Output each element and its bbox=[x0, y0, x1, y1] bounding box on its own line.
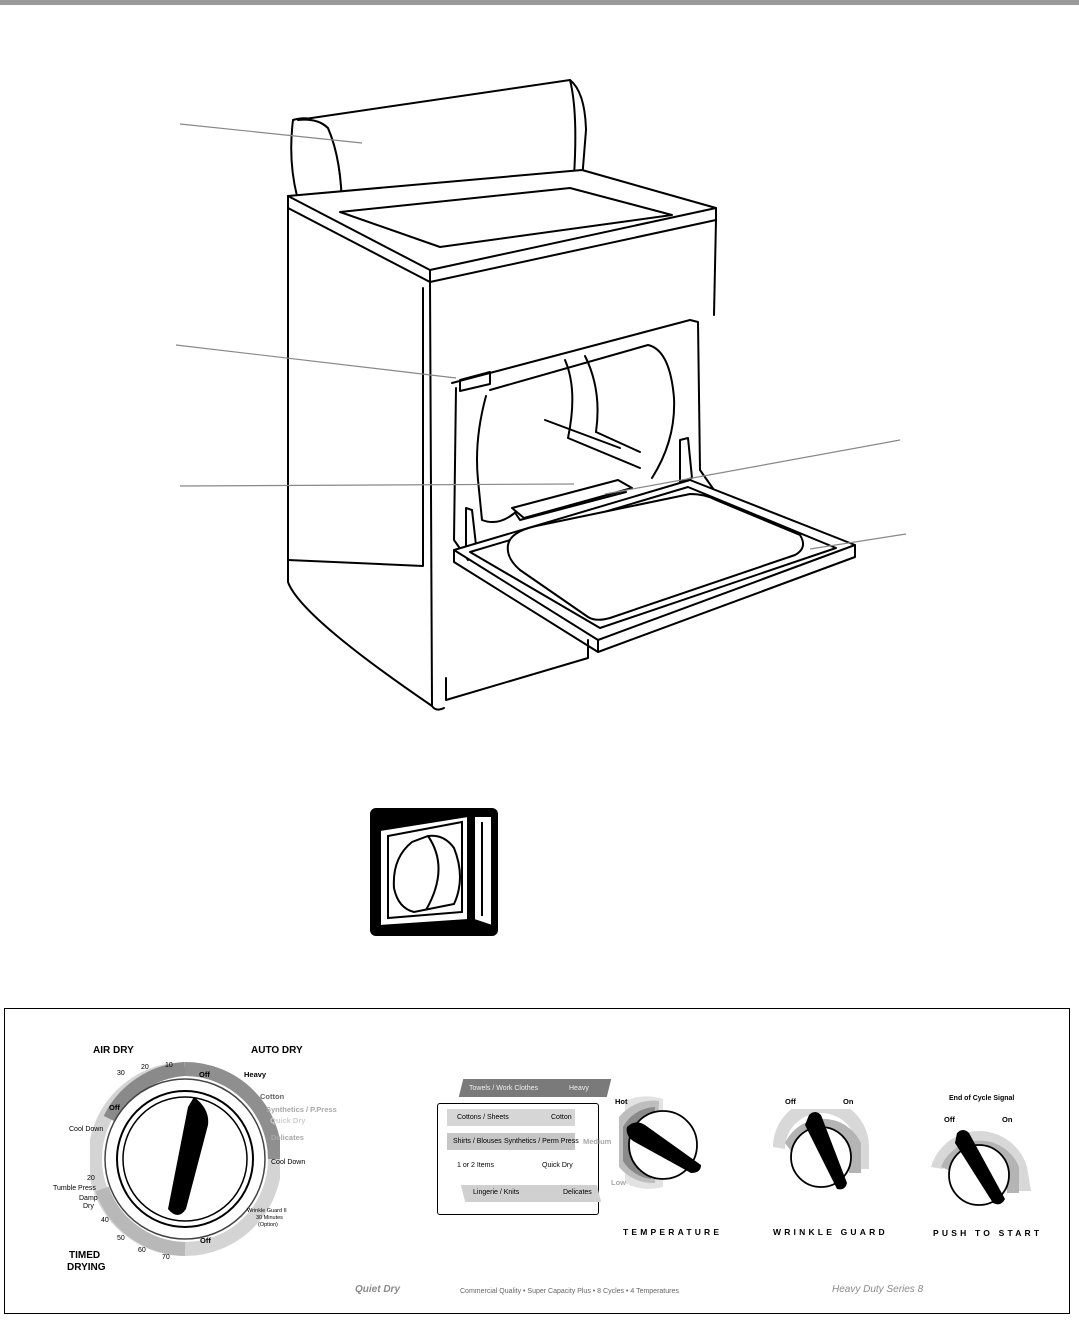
air-dry-label: AIR DRY bbox=[93, 1045, 134, 1056]
medium-label: Medium bbox=[583, 1137, 612, 1146]
cottons-row bbox=[447, 1109, 575, 1126]
series-label: Heavy Duty Series 8 bbox=[832, 1284, 924, 1295]
air-tick-10: 10 bbox=[165, 1062, 173, 1069]
lint-screen-icon bbox=[370, 808, 498, 936]
control-panel: AIR DRY AUTO DRY 10 20 30 Off Cool Down … bbox=[4, 1008, 1070, 1314]
timed-20-label: 20 bbox=[87, 1175, 95, 1182]
push-to-start-knob[interactable] bbox=[927, 1121, 1037, 1221]
damp-label: Damp bbox=[79, 1195, 98, 1202]
push-to-start-title: PUSH TO START bbox=[933, 1228, 1043, 1238]
cotton-temp-label: Cotton bbox=[551, 1114, 572, 1121]
low-label: Low bbox=[611, 1178, 626, 1187]
wrinkle-on-label: On bbox=[843, 1097, 854, 1106]
wrinkle-guard-ii-line1: Wrinkle Guard II bbox=[247, 1208, 287, 1214]
cottons-sheets-label: Cottons / Sheets bbox=[457, 1114, 509, 1121]
bottom-off-label: Off bbox=[200, 1236, 211, 1245]
auto-synthetics-label: Synthetics / P.Press bbox=[266, 1105, 337, 1114]
timed-50-label: 50 bbox=[117, 1235, 125, 1242]
cycle-dial[interactable] bbox=[90, 1059, 280, 1259]
wrinkle-guard-ii-line2: 30 Minutes bbox=[256, 1215, 283, 1221]
auto-quick-dry-label: Quick Dry bbox=[270, 1116, 306, 1125]
auto-off-label: Off bbox=[199, 1070, 210, 1079]
auto-heavy-label: Heavy bbox=[244, 1070, 267, 1079]
timed-70-label: 70 bbox=[162, 1254, 170, 1261]
timed-drying-line2: DRYING bbox=[67, 1262, 106, 1273]
shirts-blouses-label: Shirts / Blouses bbox=[453, 1138, 502, 1145]
towels-label: Towels / Work Clothes bbox=[469, 1085, 539, 1092]
air-off-label: Off bbox=[109, 1103, 120, 1112]
air-tick-30: 30 bbox=[117, 1070, 125, 1077]
temperature-title: TEMPERATURE bbox=[623, 1227, 723, 1237]
quick-dry-temp-label: Quick Dry bbox=[542, 1162, 573, 1169]
air-cool-down-label: Cool Down bbox=[69, 1126, 104, 1133]
wrinkle-guard-knob[interactable] bbox=[769, 1109, 879, 1209]
lingerie-knits-label: Lingerie / Knits bbox=[473, 1189, 520, 1196]
wrinkle-guard-title: WRINKLE GUARD bbox=[773, 1227, 888, 1237]
auto-dry-label: AUTO DRY bbox=[251, 1045, 303, 1056]
hot-label: Hot bbox=[615, 1097, 628, 1106]
auto-cool-down-label: Cool Down bbox=[271, 1159, 306, 1166]
signal-off-label: Off bbox=[944, 1115, 955, 1124]
timed-40-label: 40 bbox=[101, 1217, 109, 1224]
one-or-two-items-label: 1 or 2 Items bbox=[457, 1162, 494, 1169]
air-tick-20: 20 bbox=[141, 1064, 149, 1071]
tumble-press-label: Tumble Press bbox=[53, 1185, 96, 1192]
temperature-knob[interactable] bbox=[605, 1087, 705, 1195]
synthetics-perm-press-label: Synthetics / Perm Press bbox=[504, 1138, 579, 1145]
wrinkle-off-label: Off bbox=[785, 1097, 796, 1106]
auto-cotton-label: Cotton bbox=[260, 1092, 285, 1101]
end-of-cycle-signal-label: End of Cycle Signal bbox=[949, 1095, 1015, 1102]
top-rule bbox=[0, 0, 1079, 5]
auto-delicates-label: Delicates bbox=[271, 1133, 304, 1142]
wrinkle-guard-ii-line3: (Option) bbox=[258, 1222, 278, 1228]
delicates-temp-label: Delicates bbox=[563, 1189, 592, 1196]
timed-drying-line1: TIMED bbox=[69, 1250, 101, 1261]
dry-label: Dry bbox=[83, 1203, 94, 1210]
heavy-temp-label: Heavy bbox=[569, 1085, 589, 1092]
features-label: Commercial Quality • Super Capacity Plus… bbox=[460, 1288, 679, 1295]
timed-60-label: 60 bbox=[138, 1247, 146, 1254]
signal-on-label: On bbox=[1002, 1115, 1013, 1124]
quiet-dry-label: Quiet Dry bbox=[355, 1284, 401, 1295]
dryer-illustration bbox=[175, 79, 907, 711]
shirts-row bbox=[447, 1133, 575, 1150]
